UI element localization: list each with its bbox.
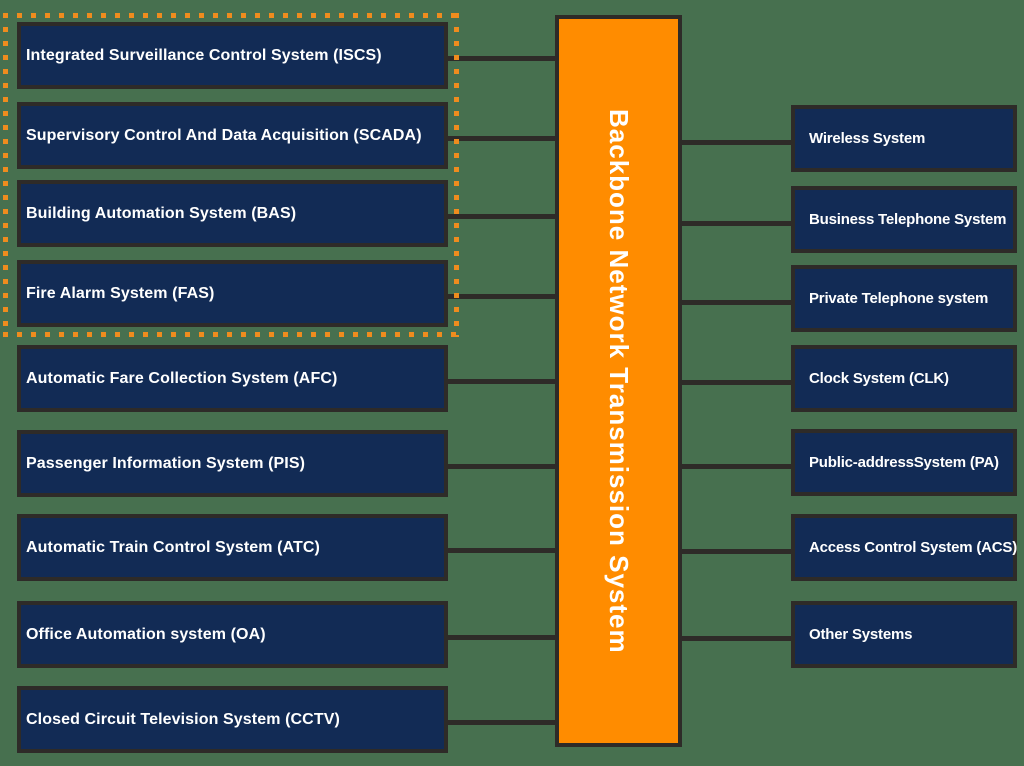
right-system-node: Access Control System (ACS)	[791, 514, 1017, 581]
right-connector	[682, 636, 791, 641]
system-node-label: Private Telephone system	[809, 290, 989, 307]
left-connector	[448, 56, 555, 61]
left-connector	[448, 720, 555, 725]
left-connector	[448, 548, 555, 553]
right-system-node: Clock System (CLK)	[791, 345, 1017, 412]
left-connector	[448, 635, 555, 640]
group-outline-bottom	[3, 332, 459, 337]
left-system-node: Fire Alarm System (FAS)	[17, 260, 448, 327]
right-system-node: Public-addressSystem (PA)	[791, 429, 1017, 496]
left-connector	[448, 379, 555, 384]
left-system-node: Integrated Surveillance Control System (…	[17, 22, 448, 89]
right-system-node: Wireless System	[791, 105, 1017, 172]
system-node-label: Supervisory Control And Data Acquisition…	[26, 126, 422, 144]
left-connector	[448, 464, 555, 469]
left-connector	[448, 136, 555, 141]
system-node-label: Closed Circuit Television System (CCTV)	[26, 710, 340, 728]
left-connector	[448, 214, 555, 219]
left-connector	[448, 294, 555, 299]
system-node-label: Building Automation System (BAS)	[26, 204, 297, 222]
right-connector	[682, 300, 791, 305]
system-node-label: Office Automation system (OA)	[26, 625, 266, 643]
right-system-node: Business Telephone System	[791, 186, 1017, 253]
right-connector	[682, 140, 791, 145]
system-node-label: Passenger Information System (PIS)	[26, 454, 306, 472]
right-system-node: Private Telephone system	[791, 265, 1017, 332]
right-connector	[682, 464, 791, 469]
right-connector	[682, 549, 791, 554]
system-node-label: Business Telephone System	[809, 211, 1007, 228]
system-node-label: Wireless System	[809, 130, 926, 147]
system-node-label: Other Systems	[809, 626, 913, 643]
system-node-label: Fire Alarm System (FAS)	[26, 284, 215, 302]
system-node-label: Access Control System (ACS)	[809, 539, 1017, 556]
system-node-label: Automatic Fare Collection System (AFC)	[26, 369, 338, 387]
left-system-node: Office Automation system (OA)	[17, 601, 448, 668]
system-node-label: Integrated Surveillance Control System (…	[26, 46, 382, 64]
left-system-node: Closed Circuit Television System (CCTV)	[17, 686, 448, 753]
left-system-node: Automatic Fare Collection System (AFC)	[17, 345, 448, 412]
backbone-node: Backbone Network Transmission System	[555, 15, 682, 747]
left-system-node: Building Automation System (BAS)	[17, 180, 448, 247]
system-node-label: Clock System (CLK)	[809, 370, 949, 387]
backbone-node-label: Backbone Network Transmission System	[604, 108, 634, 654]
group-outline-right	[454, 13, 459, 337]
left-system-node: Passenger Information System (PIS)	[17, 430, 448, 497]
left-system-node: Automatic Train Control System (ATC)	[17, 514, 448, 581]
group-outline-top	[3, 13, 459, 18]
right-system-node: Other Systems	[791, 601, 1017, 668]
right-connector	[682, 380, 791, 385]
right-connector	[682, 221, 791, 226]
left-system-node: Supervisory Control And Data Acquisition…	[17, 102, 448, 169]
system-node-label: Public-addressSystem (PA)	[809, 454, 999, 471]
group-outline-left	[3, 13, 8, 337]
system-node-label: Automatic Train Control System (ATC)	[26, 538, 320, 556]
